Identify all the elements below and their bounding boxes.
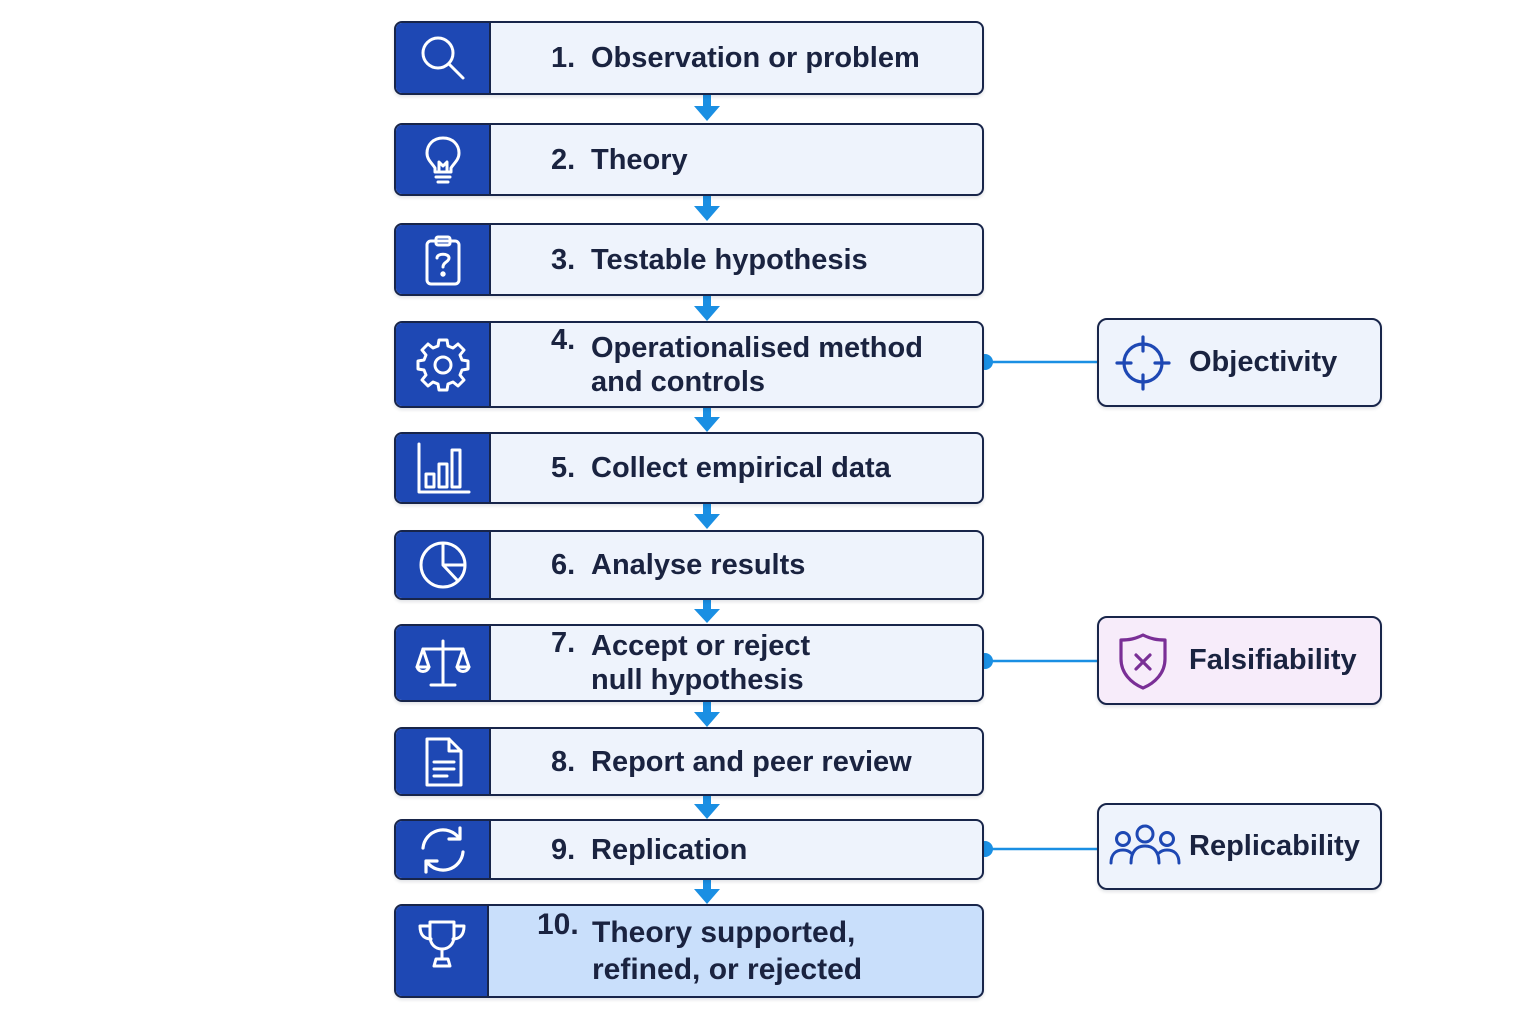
- step-number: 2.: [551, 143, 576, 176]
- gear-icon: [416, 338, 469, 391]
- refresh-icon: [420, 825, 465, 874]
- arrow-1-2: [694, 95, 720, 121]
- step-5-collect-data: 5. Collect empirical data: [394, 432, 984, 504]
- lightbulb-icon: [425, 136, 460, 183]
- step-label: Analyse results: [591, 549, 806, 581]
- arrow-3-4: [694, 296, 720, 321]
- step-3-hypothesis: 3. Testable hypothesis: [394, 223, 984, 296]
- step-label: Theory: [591, 143, 688, 176]
- principle-replicability: Replicability: [1097, 803, 1382, 890]
- step-2-theory: 2. Theory: [394, 123, 984, 196]
- step-number: 10.: [537, 908, 579, 941]
- step-label-line2: and controls: [591, 365, 766, 398]
- step-9-replication: 9. Replication: [394, 819, 984, 880]
- step-label: Observation or problem: [591, 42, 920, 74]
- step-8-report: 8. Report and peer review: [394, 727, 984, 796]
- step-label-line2: null hypothesis: [591, 664, 804, 696]
- link-falsifiability: [977, 653, 1098, 669]
- step-label: Report and peer review: [591, 745, 912, 778]
- link-objectivity: [977, 354, 1098, 370]
- step-number: 4.: [551, 324, 576, 356]
- step-label: Collect empirical data: [591, 452, 891, 484]
- arrow-2-3: [694, 196, 720, 221]
- step-number: 8.: [551, 745, 576, 778]
- crosshair-icon: [1115, 334, 1171, 391]
- trophy-icon: [418, 920, 465, 968]
- step-6-analyse: 6. Analyse results: [394, 530, 984, 600]
- step-number: 6.: [551, 549, 576, 581]
- arrow-9-10: [694, 880, 720, 904]
- step-number: 1.: [551, 42, 576, 74]
- step-label: Operationalised method: [591, 331, 923, 364]
- step-7-accept-reject: 7. Accept or reject null hypothesis: [394, 624, 984, 702]
- principle-label: Replicability: [1189, 830, 1360, 862]
- bar-chart-icon: [417, 442, 470, 494]
- principle-objectivity: Objectivity: [1097, 318, 1382, 407]
- step-10-outcome: 10. Theory supported, refined, or reject…: [394, 904, 984, 998]
- document-icon: [425, 737, 462, 786]
- step-label: Theory supported,: [592, 916, 856, 949]
- arrow-5-6: [694, 504, 720, 529]
- arrow-6-7: [694, 600, 720, 623]
- step-label-line2: refined, or rejected: [592, 953, 863, 986]
- people-icon: [1109, 824, 1181, 864]
- step-number: 7.: [551, 627, 576, 659]
- link-replicability: [977, 841, 1098, 857]
- step-label: Accept or reject: [591, 630, 811, 662]
- principle-label: Falsifiability: [1189, 644, 1357, 676]
- principle-label: Objectivity: [1189, 346, 1338, 378]
- clipboard-question-icon: [425, 235, 460, 285]
- step-label: Replication: [591, 833, 748, 866]
- step-4-method: 4. Operationalised method and controls: [394, 321, 984, 408]
- step-number: 3.: [551, 243, 576, 276]
- balance-scale-icon: [415, 639, 470, 687]
- step-number: 5.: [551, 452, 576, 484]
- shield-x-icon: [1119, 632, 1167, 690]
- step-number: 9.: [551, 833, 576, 866]
- arrow-7-8: [694, 702, 720, 727]
- principle-falsifiability: Falsifiability: [1097, 616, 1382, 705]
- step-1-observation: 1. Observation or problem: [394, 21, 984, 95]
- step-label: Testable hypothesis: [591, 243, 868, 276]
- arrow-8-9: [694, 796, 720, 819]
- pie-chart-icon: [419, 541, 466, 589]
- arrow-4-5: [694, 408, 720, 432]
- search-icon: [421, 36, 464, 80]
